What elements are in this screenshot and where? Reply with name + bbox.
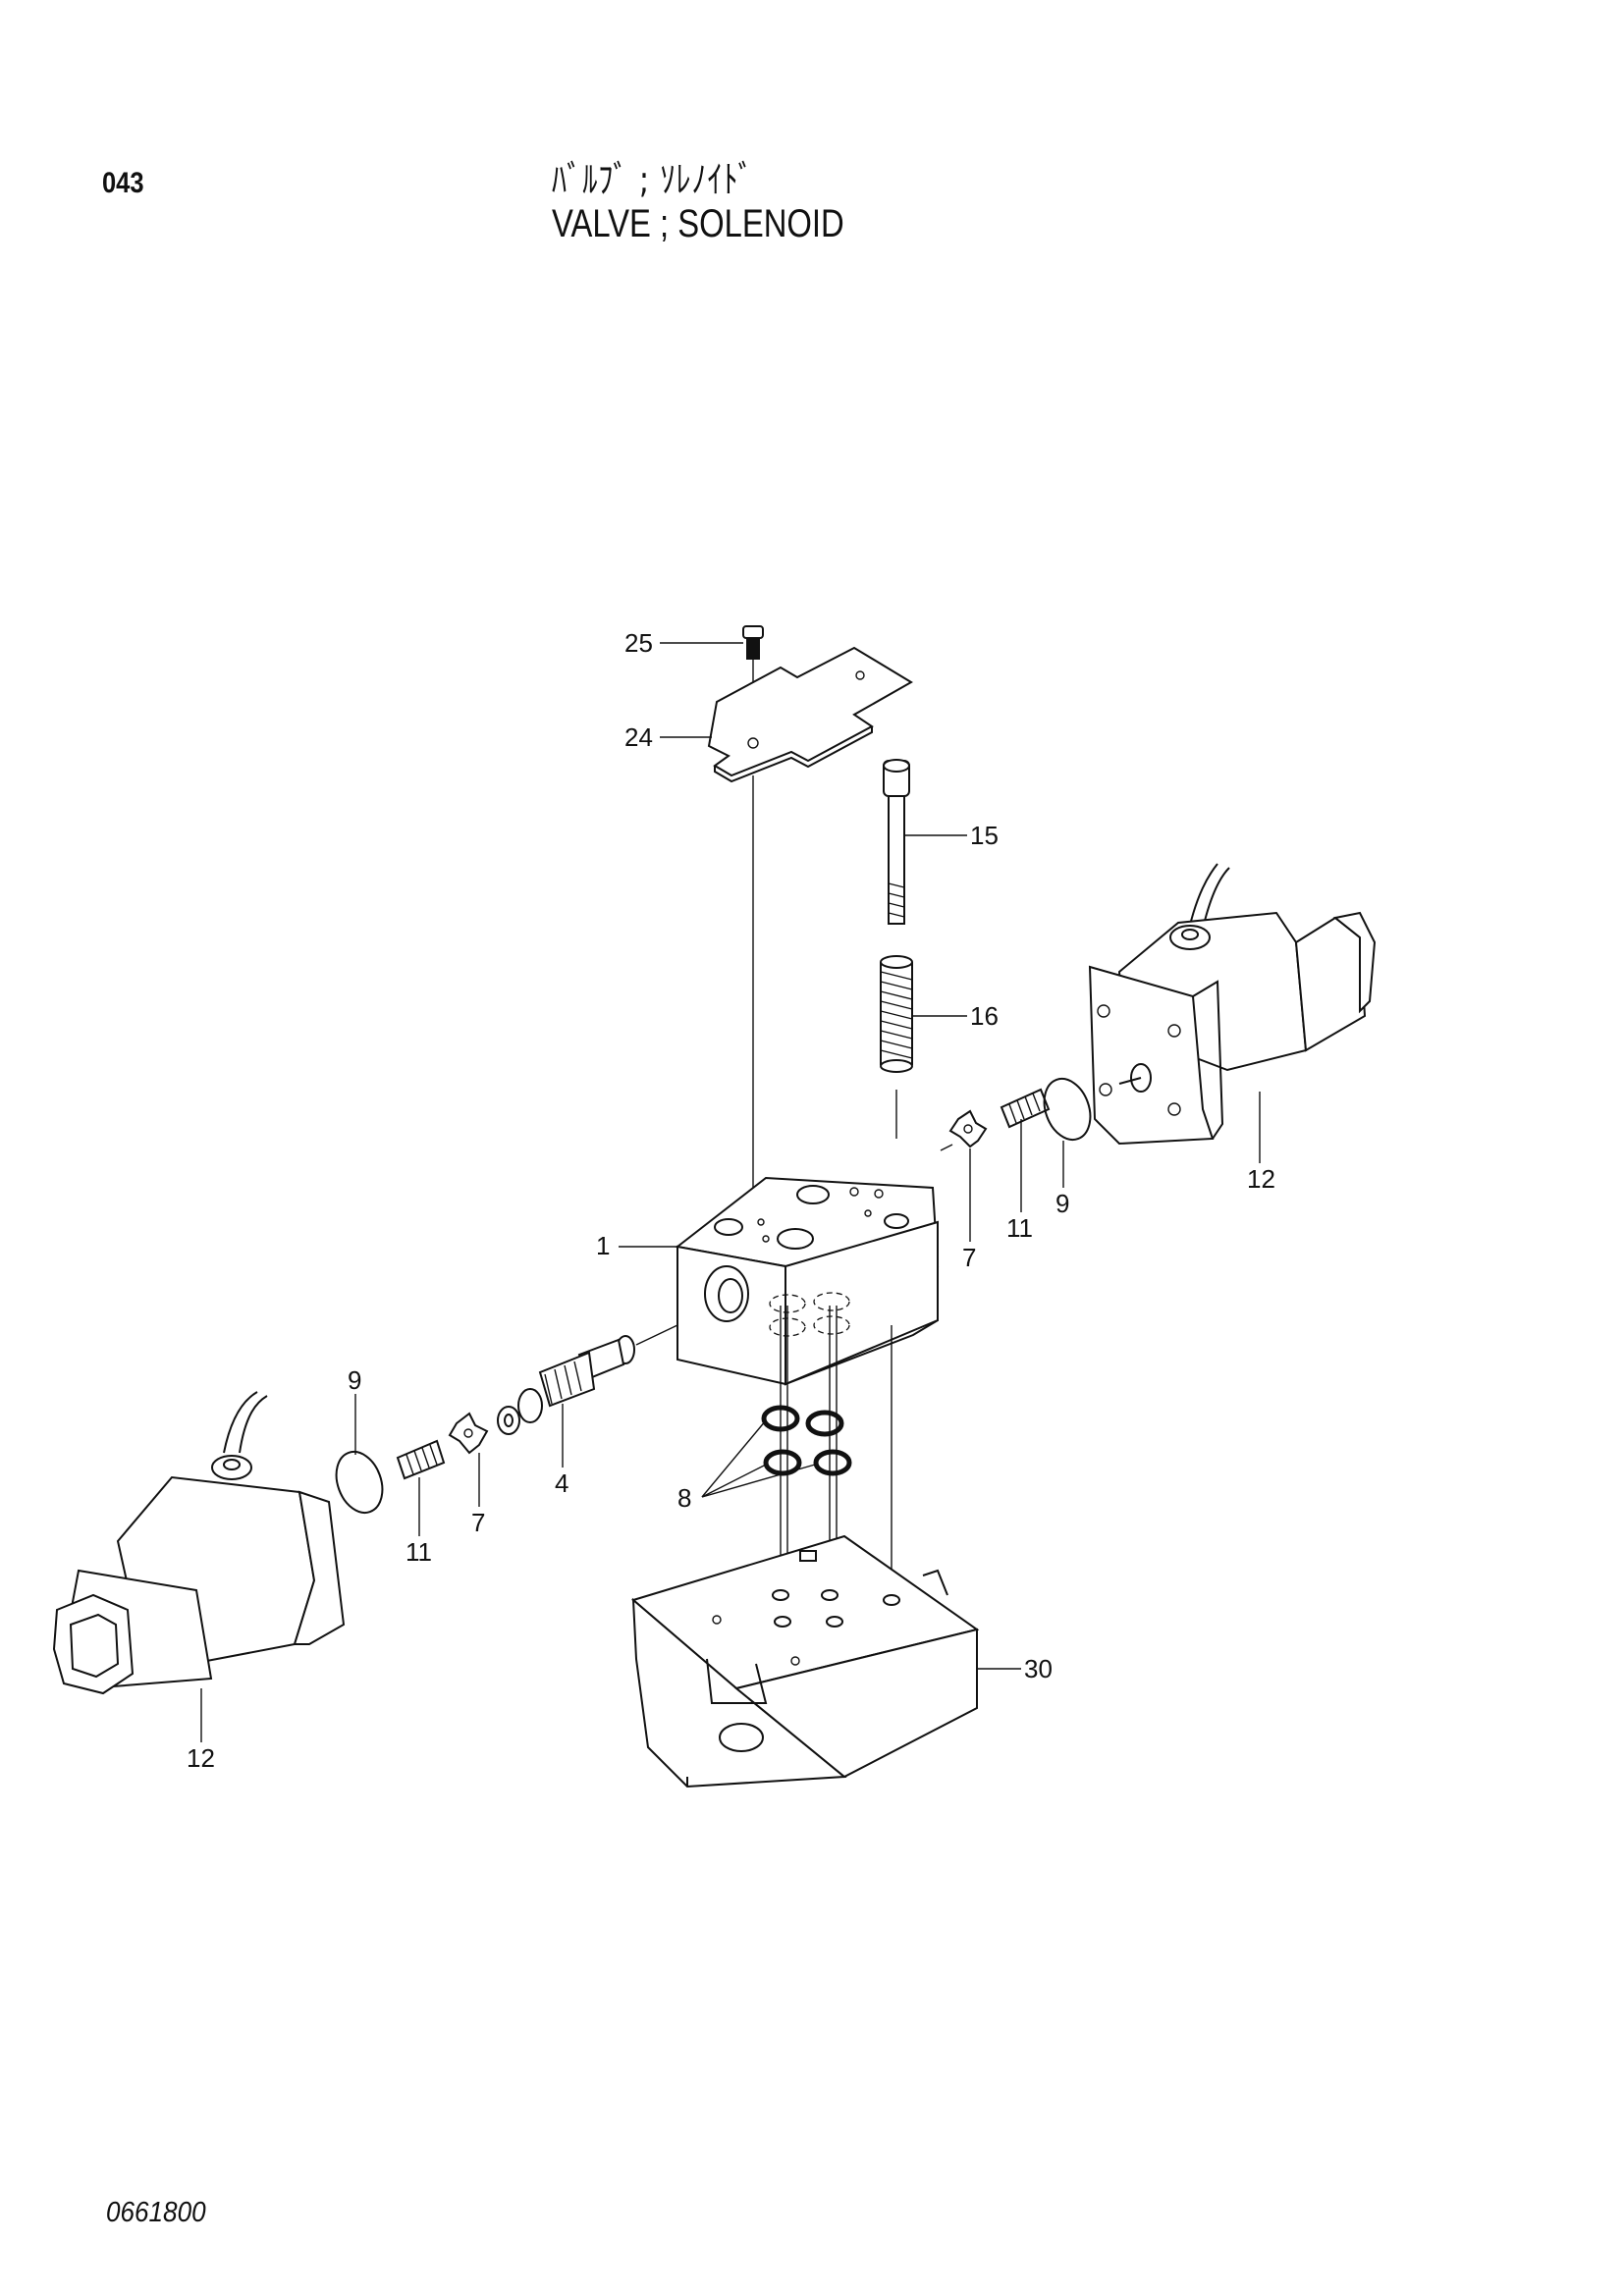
title-japanese: ﾊﾞﾙﾌﾞ ; ｿﾚﾉｲﾄﾞ <box>552 158 754 201</box>
callout-8: 8 <box>677 1483 691 1513</box>
leader-lines <box>200 642 1261 1742</box>
part-1-valve-body <box>675 1176 940 1386</box>
callout-30: 30 <box>1024 1654 1053 1683</box>
callout-1: 1 <box>596 1231 610 1260</box>
callout-24: 24 <box>624 722 653 752</box>
part-9-oring-left <box>335 1451 384 1514</box>
callout-16: 16 <box>970 1001 999 1031</box>
callout-7-right: 7 <box>962 1243 976 1272</box>
callout-11-left: 11 <box>406 1537 432 1567</box>
part-9-oring-right <box>1043 1078 1092 1141</box>
part-12-solenoid-right <box>1088 863 1377 1146</box>
part-7-retainer-right <box>948 1109 988 1148</box>
callout-9-left: 9 <box>348 1365 361 1395</box>
document-code: 0661800 <box>106 2197 206 2228</box>
callout-11-right: 11 <box>1006 1213 1033 1243</box>
part-24-cover-plate <box>707 646 913 783</box>
callout-15: 15 <box>970 821 999 850</box>
callout-25: 25 <box>624 628 653 658</box>
part-4-spool <box>497 1324 678 1435</box>
callout-12-left: 12 <box>187 1743 215 1773</box>
callout-4: 4 <box>555 1468 568 1498</box>
part-15-bolt <box>883 759 910 925</box>
callout-9-right: 9 <box>1055 1189 1069 1218</box>
part-7-retainer-left <box>448 1412 489 1455</box>
assembly-line-right <box>940 1144 953 1151</box>
part-11-spring-left <box>396 1439 446 1480</box>
title-english: VALVE ; SOLENOID <box>552 202 844 245</box>
part-12-solenoid-left <box>52 1391 346 1695</box>
callout-7-left: 7 <box>471 1508 485 1537</box>
part-25-screw <box>742 625 764 754</box>
part-11-spring-right <box>1000 1088 1051 1129</box>
page-number: 043 <box>102 167 144 199</box>
part-30-base-block <box>630 1534 980 1789</box>
part-16-spring <box>880 955 913 1073</box>
callout-12-right: 12 <box>1247 1164 1275 1194</box>
